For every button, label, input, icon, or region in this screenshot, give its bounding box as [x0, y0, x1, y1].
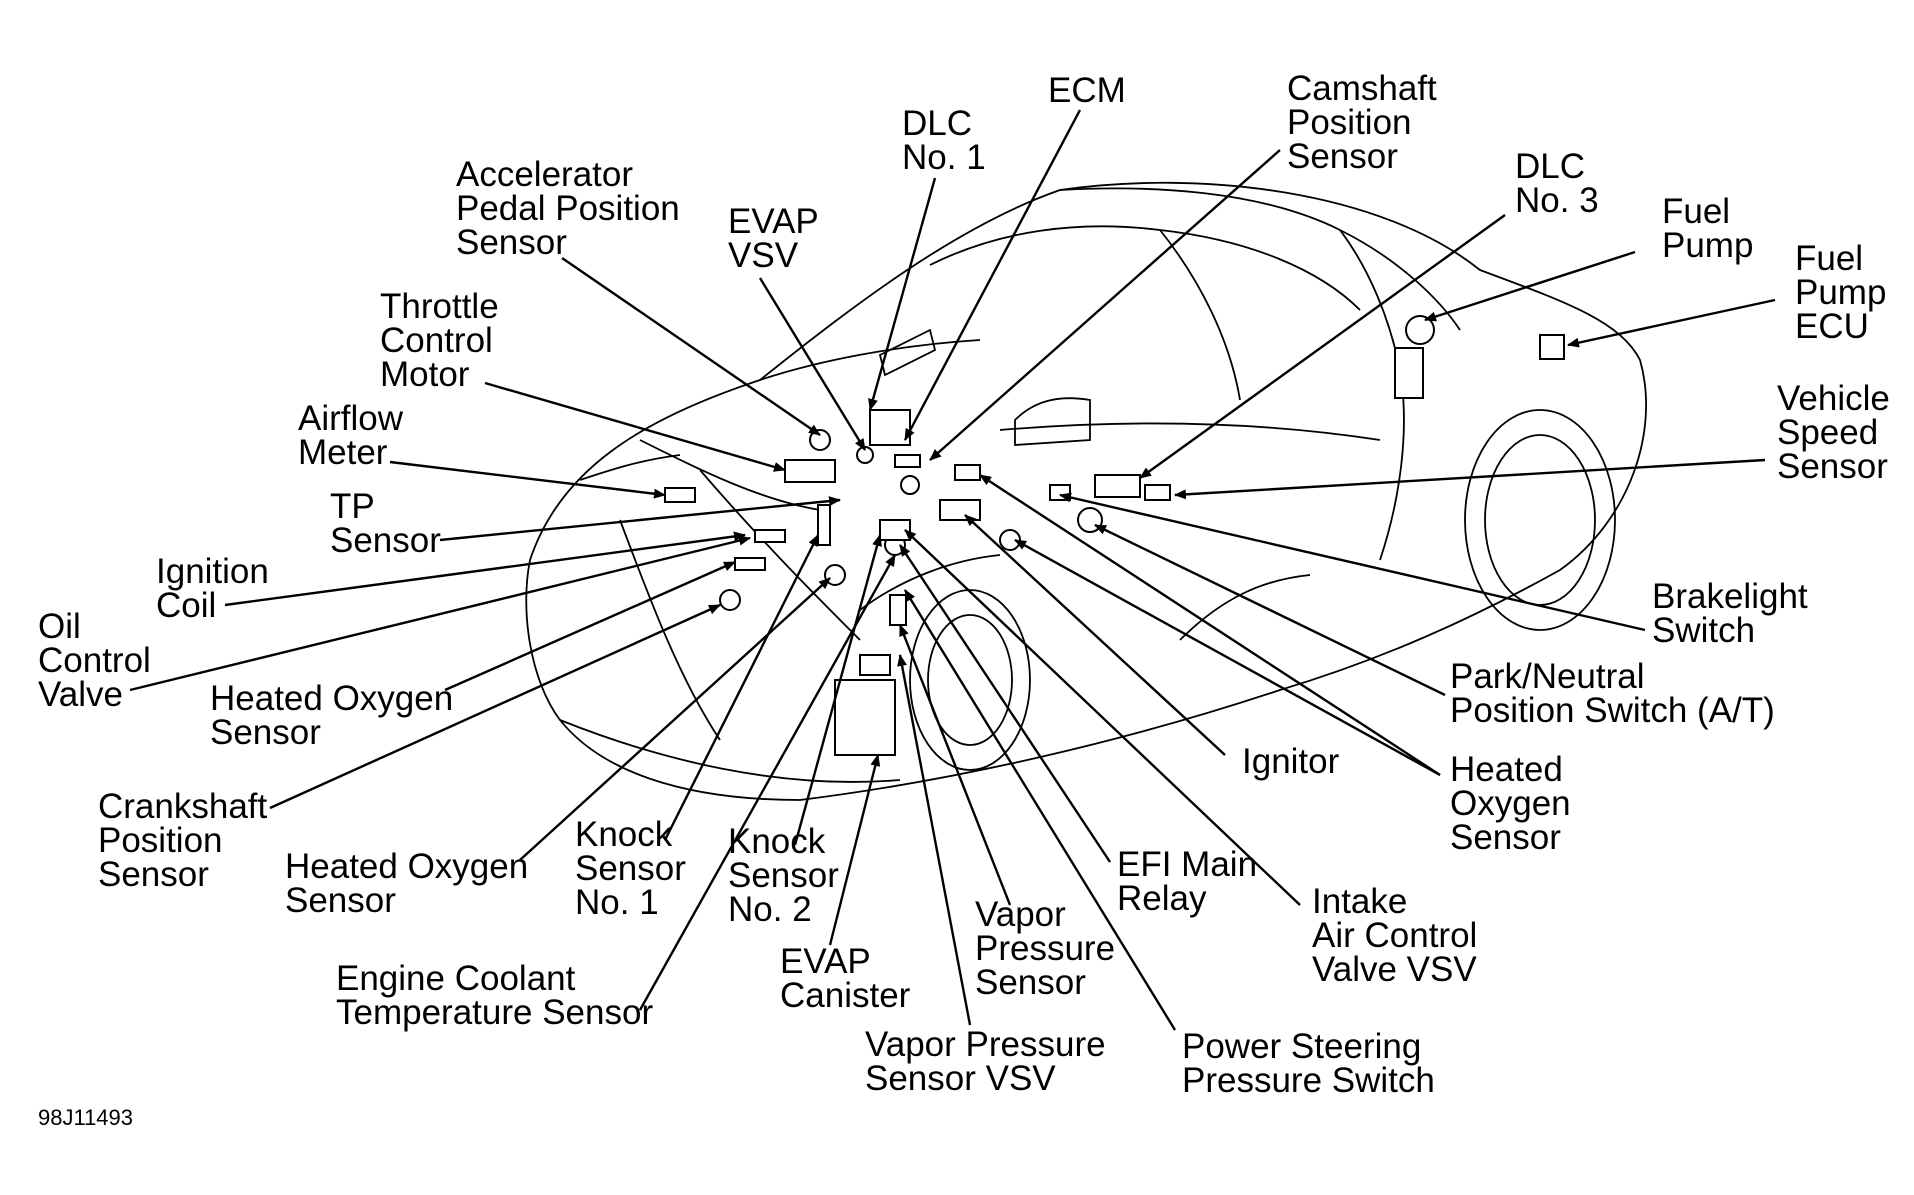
label-fuel-pump-ecu: Fuel Pump ECU: [1795, 239, 1887, 346]
label-airflow-meter: Airflow Meter: [298, 399, 404, 472]
label-heated-oxygen-sensor-left: Heated Oxygen Sensor: [210, 679, 454, 752]
label-fuel-pump: Fuel Pump: [1662, 192, 1754, 265]
label-intake-air-control-valve-vsv: Intake Air Control Valve VSV: [1312, 882, 1478, 989]
label-throttle-control-motor: Throttle Control Motor: [380, 287, 499, 394]
label-dlc-no-1: DLC No. 1: [902, 104, 986, 177]
label-evap-vsv: EVAP VSV: [728, 202, 819, 275]
label-efi-main-relay: EFI Main Relay: [1117, 845, 1258, 918]
diagram-code: 98J11493: [38, 1105, 134, 1130]
label-vapor-pressure-sensor-vsv: Vapor Pressure Sensor VSV: [865, 1025, 1106, 1098]
label-camshaft-position-sensor: Camshaft Position Sensor: [1287, 69, 1437, 176]
label-ignition-coil: Ignition Coil: [156, 552, 269, 625]
label-knock-sensor-no-2: Knock Sensor No. 2: [728, 822, 839, 929]
label-vapor-pressure-sensor: Vapor Pressure Sensor: [975, 895, 1116, 1002]
component-glyphs: [664, 315, 1565, 756]
label-dlc-no-3: DLC No. 3: [1515, 147, 1599, 220]
label-crankshaft-position-sensor: Crankshaft Position Sensor: [98, 787, 268, 894]
label-brakelight-switch: Brakelight Switch: [1652, 577, 1808, 650]
label-evap-canister: EVAP Canister: [780, 942, 911, 1015]
label-vehicle-speed-sensor: Vehicle Speed Sensor: [1777, 379, 1890, 486]
label-accelerator-pedal-position-sensor: Accelerator Pedal Position Sensor: [456, 155, 680, 262]
label-ecm: ECM: [1048, 71, 1126, 110]
label-power-steering-pressure-switch: Power Steering Pressure Switch: [1182, 1027, 1435, 1100]
label-park-neutral-position-switch: Park/Neutral Position Switch (A/T): [1450, 657, 1775, 730]
label-oil-control-valve: Oil Control Valve: [38, 607, 151, 714]
label-tp-sensor: TP Sensor: [330, 487, 441, 560]
label-engine-coolant-temperature-sensor: Engine Coolant Temperature Sensor: [336, 959, 654, 1032]
label-heated-oxygen-sensor-bottom: Heated Oxygen Sensor: [285, 847, 529, 920]
leader-lines: [129, 109, 1776, 1031]
label-ignitor: Ignitor: [1242, 742, 1340, 781]
label-knock-sensor-no-1: Knock Sensor No. 1: [575, 815, 686, 922]
label-heated-oxygen-sensor-right: Heated Oxygen Sensor: [1450, 750, 1571, 857]
